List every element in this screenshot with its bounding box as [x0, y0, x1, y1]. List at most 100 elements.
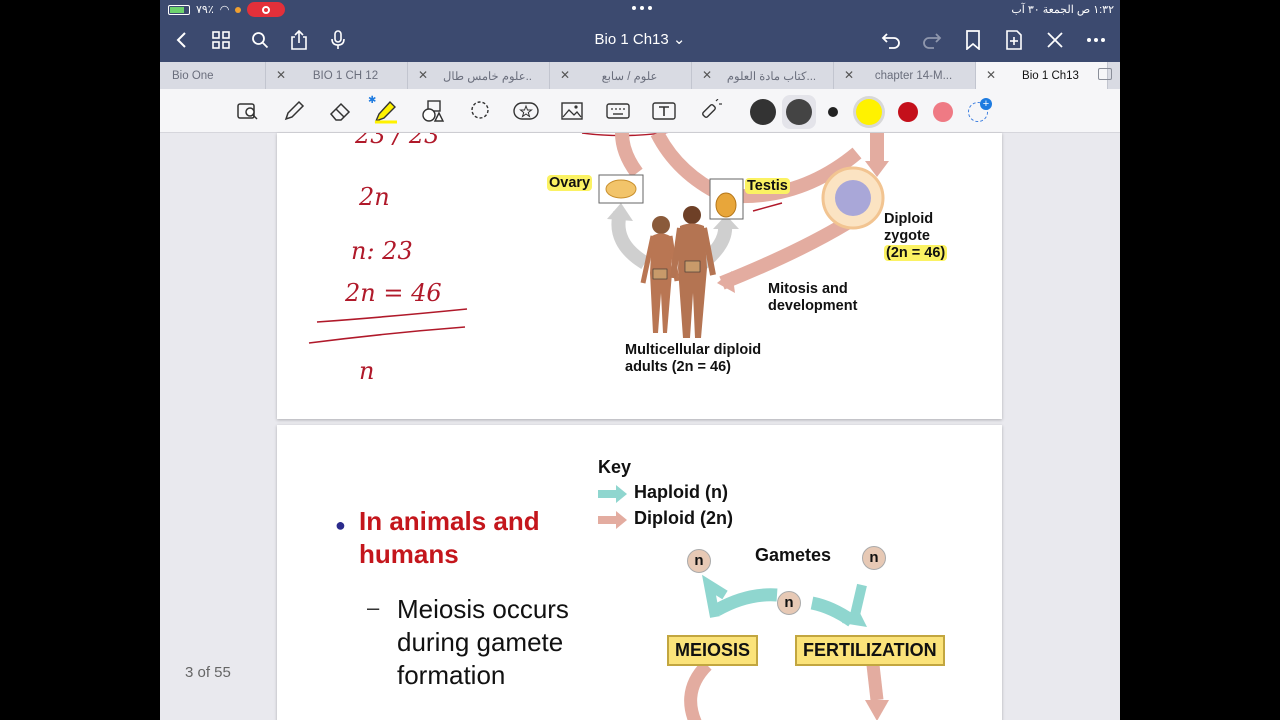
- highlighter-icon[interactable]: [373, 99, 399, 124]
- tab-bio-one[interactable]: Bio One: [160, 62, 266, 89]
- close-tab-icon[interactable]: ✕: [276, 68, 287, 82]
- handwriting-underline-1: [316, 308, 468, 323]
- share-icon[interactable]: [287, 28, 311, 52]
- tab-bio-1-ch-12[interactable]: ✕ BIO 1 CH 12: [266, 62, 408, 89]
- mic-indicator-icon: [235, 6, 242, 13]
- tab-label: علوم / سابع: [601, 70, 658, 83]
- color-swatch-charcoal[interactable]: [786, 99, 812, 125]
- sub-bullet-dash: –: [367, 595, 380, 620]
- arrowhead: [842, 607, 867, 627]
- handwriting-2n-46: 2n = 46: [345, 279, 442, 307]
- bookmark-icon[interactable]: [961, 28, 985, 52]
- tab-label: Bio 1 Ch13: [1022, 69, 1079, 82]
- handwriting-mark: [752, 202, 783, 212]
- key-diploid-label: Diploid (2n): [634, 508, 733, 528]
- back-chevron-icon[interactable]: [170, 28, 194, 52]
- handwriting-n: n: [359, 357, 375, 385]
- haploid-arrow: [713, 588, 778, 616]
- fertilization-label: FERTILIZATION: [795, 635, 945, 666]
- add-page-icon[interactable]: [1002, 28, 1026, 52]
- battery-icon: [168, 4, 190, 15]
- zygote-nucleus: [835, 180, 871, 216]
- ovary-label: Ovary: [547, 175, 593, 191]
- close-tools-icon[interactable]: [1043, 28, 1067, 52]
- tab-science-fifth[interactable]: ✕ علوم خامس طال..: [408, 62, 550, 89]
- handwriting-23-23: 23 / 23: [355, 133, 440, 149]
- eraser-icon[interactable]: [327, 99, 353, 123]
- pdf-page-life-cycle-top[interactable]: 23 / 23 2n n: 23 2n = 46 n Ovary Testis …: [277, 133, 1002, 419]
- pdf-page-animals-humans[interactable]: ● In animals and humans – Meiosis occurs…: [277, 425, 1002, 720]
- battery-level: ٧٩٪: [196, 4, 214, 16]
- navigation-bar: Bio 1 Ch13 ⌄: [160, 18, 1120, 62]
- mitosis-arrow: [719, 216, 851, 290]
- key-haploid-label: Haploid (n): [634, 482, 728, 502]
- haploid-n-bubble: n: [777, 591, 801, 615]
- arrowhead: [865, 161, 889, 177]
- tab-label: BIO 1 CH 12: [312, 69, 379, 82]
- life-cycle-diagram: [684, 574, 889, 720]
- sub-bullet-text: Meiosis occurs during gamete formation: [397, 594, 569, 690]
- color-swatch-yellow[interactable]: [856, 99, 882, 125]
- diploid-arrow-icon: [598, 511, 627, 529]
- tab-label: كتاب مادة العلوم...: [726, 70, 817, 83]
- text-box-icon[interactable]: [651, 99, 677, 123]
- stroke-size-small[interactable]: [828, 107, 838, 117]
- sticker-icon[interactable]: [513, 99, 539, 123]
- document-tabs: Bio One ✕ BIO 1 CH 12 ✕ علوم خامس طال.. …: [160, 62, 1120, 89]
- tab-overview-icon[interactable]: [1098, 68, 1112, 80]
- meiosis-label: MEIOSIS: [667, 635, 759, 666]
- lasso-zoom-icon[interactable]: [235, 99, 261, 123]
- color-swatch-dark-gray[interactable]: [750, 99, 776, 125]
- shapes-icon[interactable]: [420, 99, 446, 123]
- undo-icon[interactable]: [879, 28, 903, 52]
- image-icon[interactable]: [559, 99, 585, 123]
- app-screen: ٧٩٪ ◠ ١:٣٢ ص الجمعة ٣٠ آب: [160, 0, 1120, 720]
- arrowhead: [865, 700, 889, 720]
- tab-label: علوم خامس طال..: [443, 70, 532, 83]
- tab-science-book[interactable]: ✕ كتاب مادة العلوم...: [692, 62, 834, 89]
- microphone-icon[interactable]: [326, 28, 350, 52]
- wifi-icon: ◠: [219, 4, 230, 16]
- add-color-icon[interactable]: [968, 102, 988, 122]
- redo-icon[interactable]: [920, 28, 944, 52]
- haploid-arrow: [850, 583, 867, 617]
- tab-bio-1-ch13[interactable]: ✕ Bio 1 Ch13: [976, 62, 1108, 89]
- color-swatch-pink[interactable]: [933, 102, 953, 122]
- man-figure: [670, 206, 716, 338]
- haploid-n-bubble: n: [862, 546, 886, 570]
- haploid-arrow: [810, 596, 856, 627]
- haploid-arrow-icon: [598, 485, 627, 503]
- search-icon[interactable]: [248, 28, 272, 52]
- haploid-arrow: [701, 574, 728, 618]
- lasso-icon[interactable]: [467, 99, 493, 123]
- color-swatch-red[interactable]: [898, 102, 918, 122]
- document-title[interactable]: Bio 1 Ch13 ⌄: [594, 31, 686, 48]
- ovary-illustration: [605, 179, 637, 199]
- handwriting-n-23: n: 23: [351, 237, 413, 265]
- bullet-heading: In animals and humans: [359, 506, 540, 569]
- close-tab-icon[interactable]: ✕: [844, 68, 855, 82]
- record-icon: [262, 5, 271, 14]
- laser-pointer-icon[interactable]: [697, 99, 723, 123]
- testis-illustration: [715, 192, 737, 218]
- handwriting-underline-2: [308, 326, 466, 344]
- handwriting-2n: 2n: [359, 183, 390, 211]
- close-tab-icon[interactable]: ✕: [702, 68, 713, 82]
- tab-chapter-14[interactable]: ✕ chapter 14-M...: [834, 62, 976, 89]
- close-tab-icon[interactable]: ✕: [986, 68, 997, 82]
- tab-science-seventh[interactable]: ✕ علوم / سابع: [550, 62, 692, 89]
- more-options-icon[interactable]: [1084, 28, 1108, 52]
- close-tab-icon[interactable]: ✕: [418, 68, 429, 82]
- arrowhead: [713, 215, 739, 229]
- grid-view-icon[interactable]: [209, 28, 233, 52]
- bluetooth-icon: ✱: [368, 95, 377, 106]
- tab-label: chapter 14-M...: [874, 69, 953, 82]
- multitask-dots-icon[interactable]: [632, 6, 652, 10]
- pen-icon[interactable]: [281, 99, 307, 123]
- close-tab-icon[interactable]: ✕: [560, 68, 571, 82]
- diploid-arrow: [866, 664, 884, 701]
- arrowhead: [717, 271, 735, 293]
- keyboard-icon[interactable]: [605, 99, 631, 123]
- ovary-arrow: [615, 133, 643, 178]
- screen-record-indicator[interactable]: [247, 2, 286, 17]
